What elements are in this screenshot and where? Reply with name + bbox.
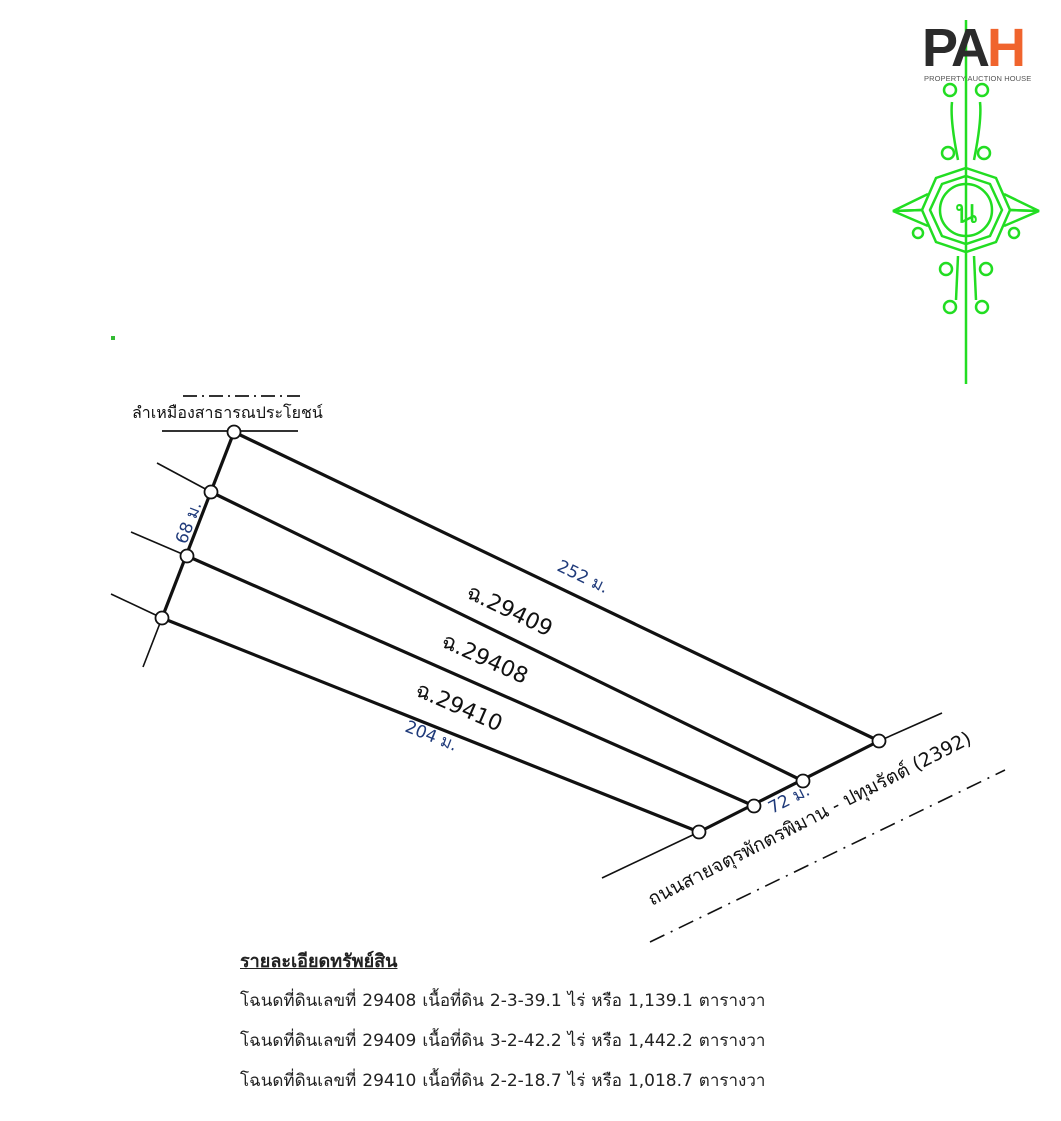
parcel-label-29408: ฉ.29408 [438, 629, 532, 690]
dimension-top: 252 ม. [554, 556, 612, 598]
area-rai: 2-2-18.7 [489, 1071, 562, 1091]
dimension-bottom: 204 ม. [402, 717, 460, 756]
logo-letter-p: P [922, 18, 954, 78]
pah-logo: PAH PROPERTY AUCTION HOUSE [922, 18, 1047, 83]
green-mark [111, 336, 115, 340]
road-label: ถนนสายจตุรพักตรพิมาน - ปทุมรัตต์ (2392) [644, 727, 975, 911]
details-title: รายละเอียดทรัพย์สิน [240, 951, 398, 972]
road-centerline [649, 769, 1006, 943]
area-rai: 3-2-42.2 [489, 1031, 562, 1051]
boundary-markers [154, 424, 887, 840]
area-rai: 2-3-39.1 [489, 991, 562, 1011]
area-sqwah: 1,442.2 [627, 1031, 693, 1051]
parcel-label-29409: ฉ.29409 [462, 580, 556, 642]
canal-label: ลำเหมืองสาธารณประโยชน์ [132, 403, 323, 422]
north-arrow-icon: น [892, 20, 1040, 384]
neighbor-lines [110, 462, 943, 879]
deed-number: 29408 [362, 991, 417, 1011]
property-details: รายละเอียดทรัพย์สิน โฉนดที่ดินเลขที่2940… [240, 946, 771, 1111]
area-sqwah: 1,139.1 [627, 991, 693, 1011]
deed-number: 29409 [362, 1031, 417, 1051]
dimension-left: 68 ม. [172, 499, 206, 547]
logo-letter-a: A [951, 18, 990, 78]
parcel-boundaries [160, 430, 880, 834]
area-sqwah: 1,018.7 [627, 1071, 693, 1091]
logo-tagline: PROPERTY AUCTION HOUSE [924, 74, 1032, 83]
svg-text:น: น [954, 192, 977, 232]
deed-number: 29410 [362, 1071, 417, 1091]
logo-letter-h: H [987, 18, 1026, 78]
